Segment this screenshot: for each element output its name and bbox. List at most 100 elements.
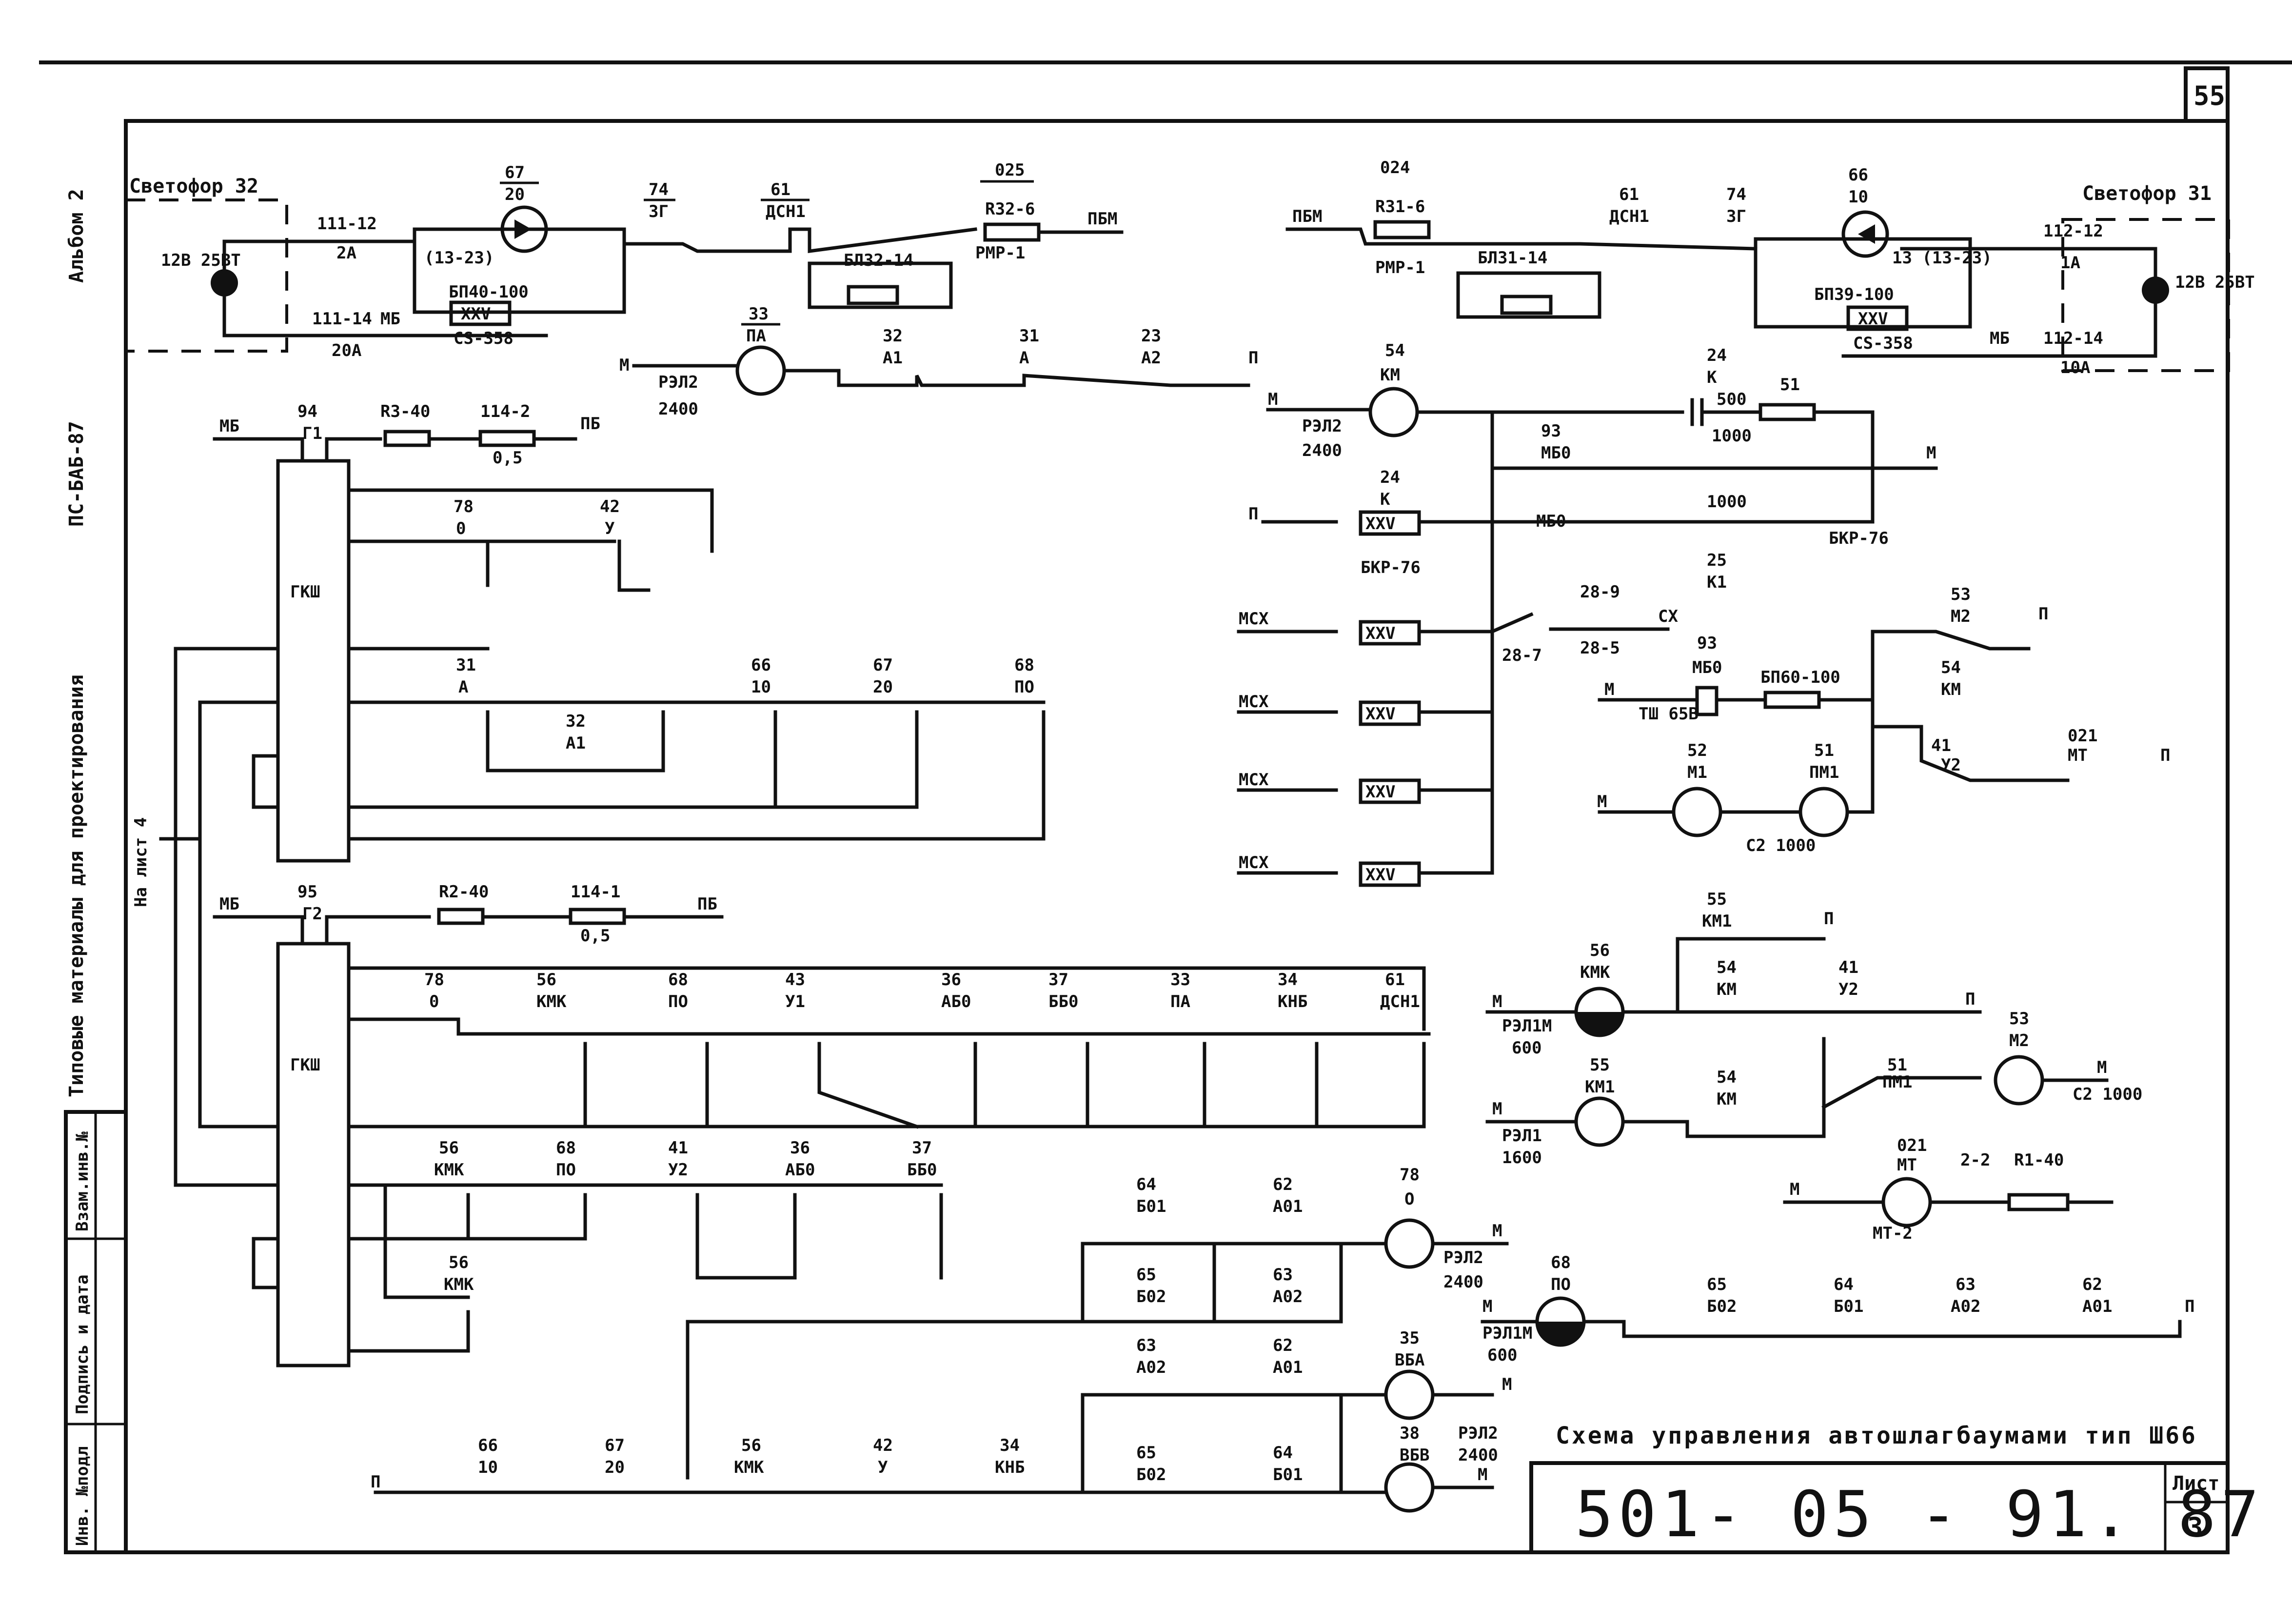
- svg-text:34: 34: [1278, 970, 1298, 990]
- svg-text:П: П: [371, 1472, 380, 1492]
- svg-text:25: 25: [1707, 551, 1727, 570]
- svg-text:52: 52: [1687, 741, 1707, 760]
- sheet-number: 3: [2187, 1512, 2203, 1543]
- svg-text:1000: 1000: [1712, 426, 1752, 446]
- svg-text:33: 33: [1170, 970, 1190, 990]
- svg-text:ВБВ: ВБВ: [1400, 1446, 1429, 1465]
- svg-text:114-1: 114-1: [571, 882, 620, 902]
- svg-text:54: 54: [1717, 1068, 1737, 1087]
- svg-text:К: К: [1707, 368, 1717, 387]
- svg-text:63: 63: [1956, 1275, 1976, 1294]
- svg-text:63: 63: [1273, 1265, 1293, 1285]
- svg-text:МСХ: МСХ: [1239, 692, 1269, 712]
- svg-text:МТ-2: МТ-2: [1873, 1224, 1913, 1243]
- svg-text:ББ0: ББ0: [907, 1160, 937, 1180]
- title-block: [1529, 1461, 2230, 1554]
- svg-text:ДСН1: ДСН1: [766, 202, 806, 221]
- svg-text:РЭЛ1М: РЭЛ1М: [1502, 1016, 1552, 1036]
- svetofor-31-circuit: Светофор 31 12В 25ВТ 112-12 1А 112-14 10…: [1285, 158, 2255, 377]
- svg-text:А02: А02: [1951, 1297, 1980, 1316]
- svg-text:П: П: [1248, 504, 1258, 524]
- svg-text:МТ: МТ: [2068, 746, 2088, 765]
- svg-text:Г1: Г1: [302, 424, 322, 443]
- svg-text:CS-358: CS-358: [1853, 334, 1913, 353]
- svg-text:СХ: СХ: [1658, 607, 1678, 626]
- svg-text:А02: А02: [1273, 1287, 1303, 1307]
- svg-text:М: М: [1597, 792, 1607, 812]
- svg-text:М: М: [1502, 1375, 1512, 1394]
- svg-text:КМ: КМ: [1717, 1089, 1737, 1109]
- svetofor-32-label: Светофор 32: [129, 175, 258, 198]
- svg-text:Светофор 31: Светофор 31: [2082, 182, 2212, 205]
- svg-text:А02: А02: [1136, 1358, 1166, 1377]
- svg-text:51: 51: [1814, 741, 1834, 760]
- svg-text:У2: У2: [668, 1160, 688, 1180]
- svg-text:РЭЛ1: РЭЛ1: [1502, 1126, 1542, 1146]
- svg-text:R3-40: R3-40: [380, 402, 430, 421]
- wire-111-14: 111-14: [312, 309, 372, 329]
- drawing-frame: [124, 119, 2230, 1554]
- svg-text:10А: 10А: [2060, 358, 2090, 377]
- svg-text:34: 34: [1000, 1436, 1020, 1455]
- svg-text:У2: У2: [1941, 755, 1961, 775]
- svg-text:54: 54: [1717, 958, 1737, 977]
- svg-text:64: 64: [1136, 1175, 1156, 1194]
- svg-text:54: 54: [1941, 658, 1961, 677]
- svg-text:53: 53: [2009, 1009, 2029, 1029]
- svg-text:МБ0: МБ0: [1541, 443, 1571, 463]
- svg-text:Б02: Б02: [1707, 1297, 1737, 1316]
- svg-text:М: М: [1790, 1180, 1799, 1199]
- svg-text:КНБ: КНБ: [995, 1458, 1025, 1477]
- svg-text:На лист 4: На лист 4: [131, 817, 151, 907]
- svg-text:А1: А1: [883, 348, 903, 368]
- stamp-inv-label: Инв. №подл: [73, 1446, 92, 1546]
- svg-text:Г2: Г2: [302, 904, 322, 924]
- margin-title: Типовые материалы для проектирования: [65, 674, 88, 1097]
- svg-text:М: М: [619, 356, 629, 375]
- svg-text:М2: М2: [2009, 1031, 2029, 1050]
- svg-text:БКР-76: БКР-76: [1829, 529, 1889, 548]
- svg-text:У: У: [605, 519, 614, 538]
- svg-text:ББ0: ББ0: [1048, 992, 1078, 1011]
- svg-text:А01: А01: [1273, 1358, 1303, 1377]
- svg-text:Б01: Б01: [1273, 1465, 1303, 1485]
- relay-g2-block: МБ 95 Г2 R2-40 114-1 0,5 ПБ ГКШ 780 56КМ…: [213, 882, 1431, 1367]
- svg-text:ДСН1: ДСН1: [1380, 992, 1420, 1011]
- svg-text:1А: 1А: [2060, 253, 2080, 273]
- svg-text:КМК: КМК: [734, 1458, 764, 1477]
- svg-text:ПА: ПА: [1170, 992, 1190, 1011]
- svg-text:112-14: 112-14: [2043, 329, 2103, 348]
- svg-text:ЗГ: ЗГ: [1726, 207, 1746, 226]
- svg-text:500: 500: [1717, 390, 1746, 409]
- svetofor-32-circuit: Светофор 32 12В 25ВТ 111-12 2А 111-14 20…: [124, 160, 1124, 360]
- svg-text:24: 24: [1707, 346, 1727, 365]
- svg-text:12В 25ВТ: 12В 25ВТ: [2175, 273, 2255, 292]
- svg-text:XXV: XXV: [461, 304, 491, 324]
- svg-text:78: 78: [1400, 1165, 1420, 1185]
- svg-text:ВБА: ВБА: [1395, 1350, 1424, 1370]
- svg-text:55: 55: [1590, 1055, 1610, 1075]
- svg-text:2400: 2400: [1458, 1446, 1498, 1465]
- motor-mt-icon: [1881, 1177, 1932, 1228]
- svg-text:114-2: 114-2: [480, 402, 530, 421]
- svg-text:62: 62: [1273, 1336, 1293, 1355]
- svg-text:78: 78: [424, 970, 444, 990]
- svg-text:55: 55: [1707, 890, 1727, 909]
- svg-text:А: А: [1019, 348, 1029, 368]
- svg-text:65: 65: [1136, 1443, 1156, 1463]
- svg-text:М: М: [1482, 1297, 1492, 1316]
- series-label: ПС-БАБ-87: [65, 421, 88, 527]
- svg-text:28-7: 28-7: [1502, 646, 1542, 665]
- svg-text:0: 0: [429, 992, 439, 1011]
- svg-text:021: 021: [2068, 726, 2097, 746]
- svg-text:600: 600: [1512, 1038, 1541, 1058]
- svg-text:КМК: КМК: [1580, 963, 1610, 982]
- svg-text:М2: М2: [1951, 607, 1971, 626]
- svg-text:67: 67: [505, 163, 525, 182]
- svg-text:МБ: МБ: [1990, 329, 2010, 348]
- relay-o-coil-icon: [1384, 1218, 1435, 1269]
